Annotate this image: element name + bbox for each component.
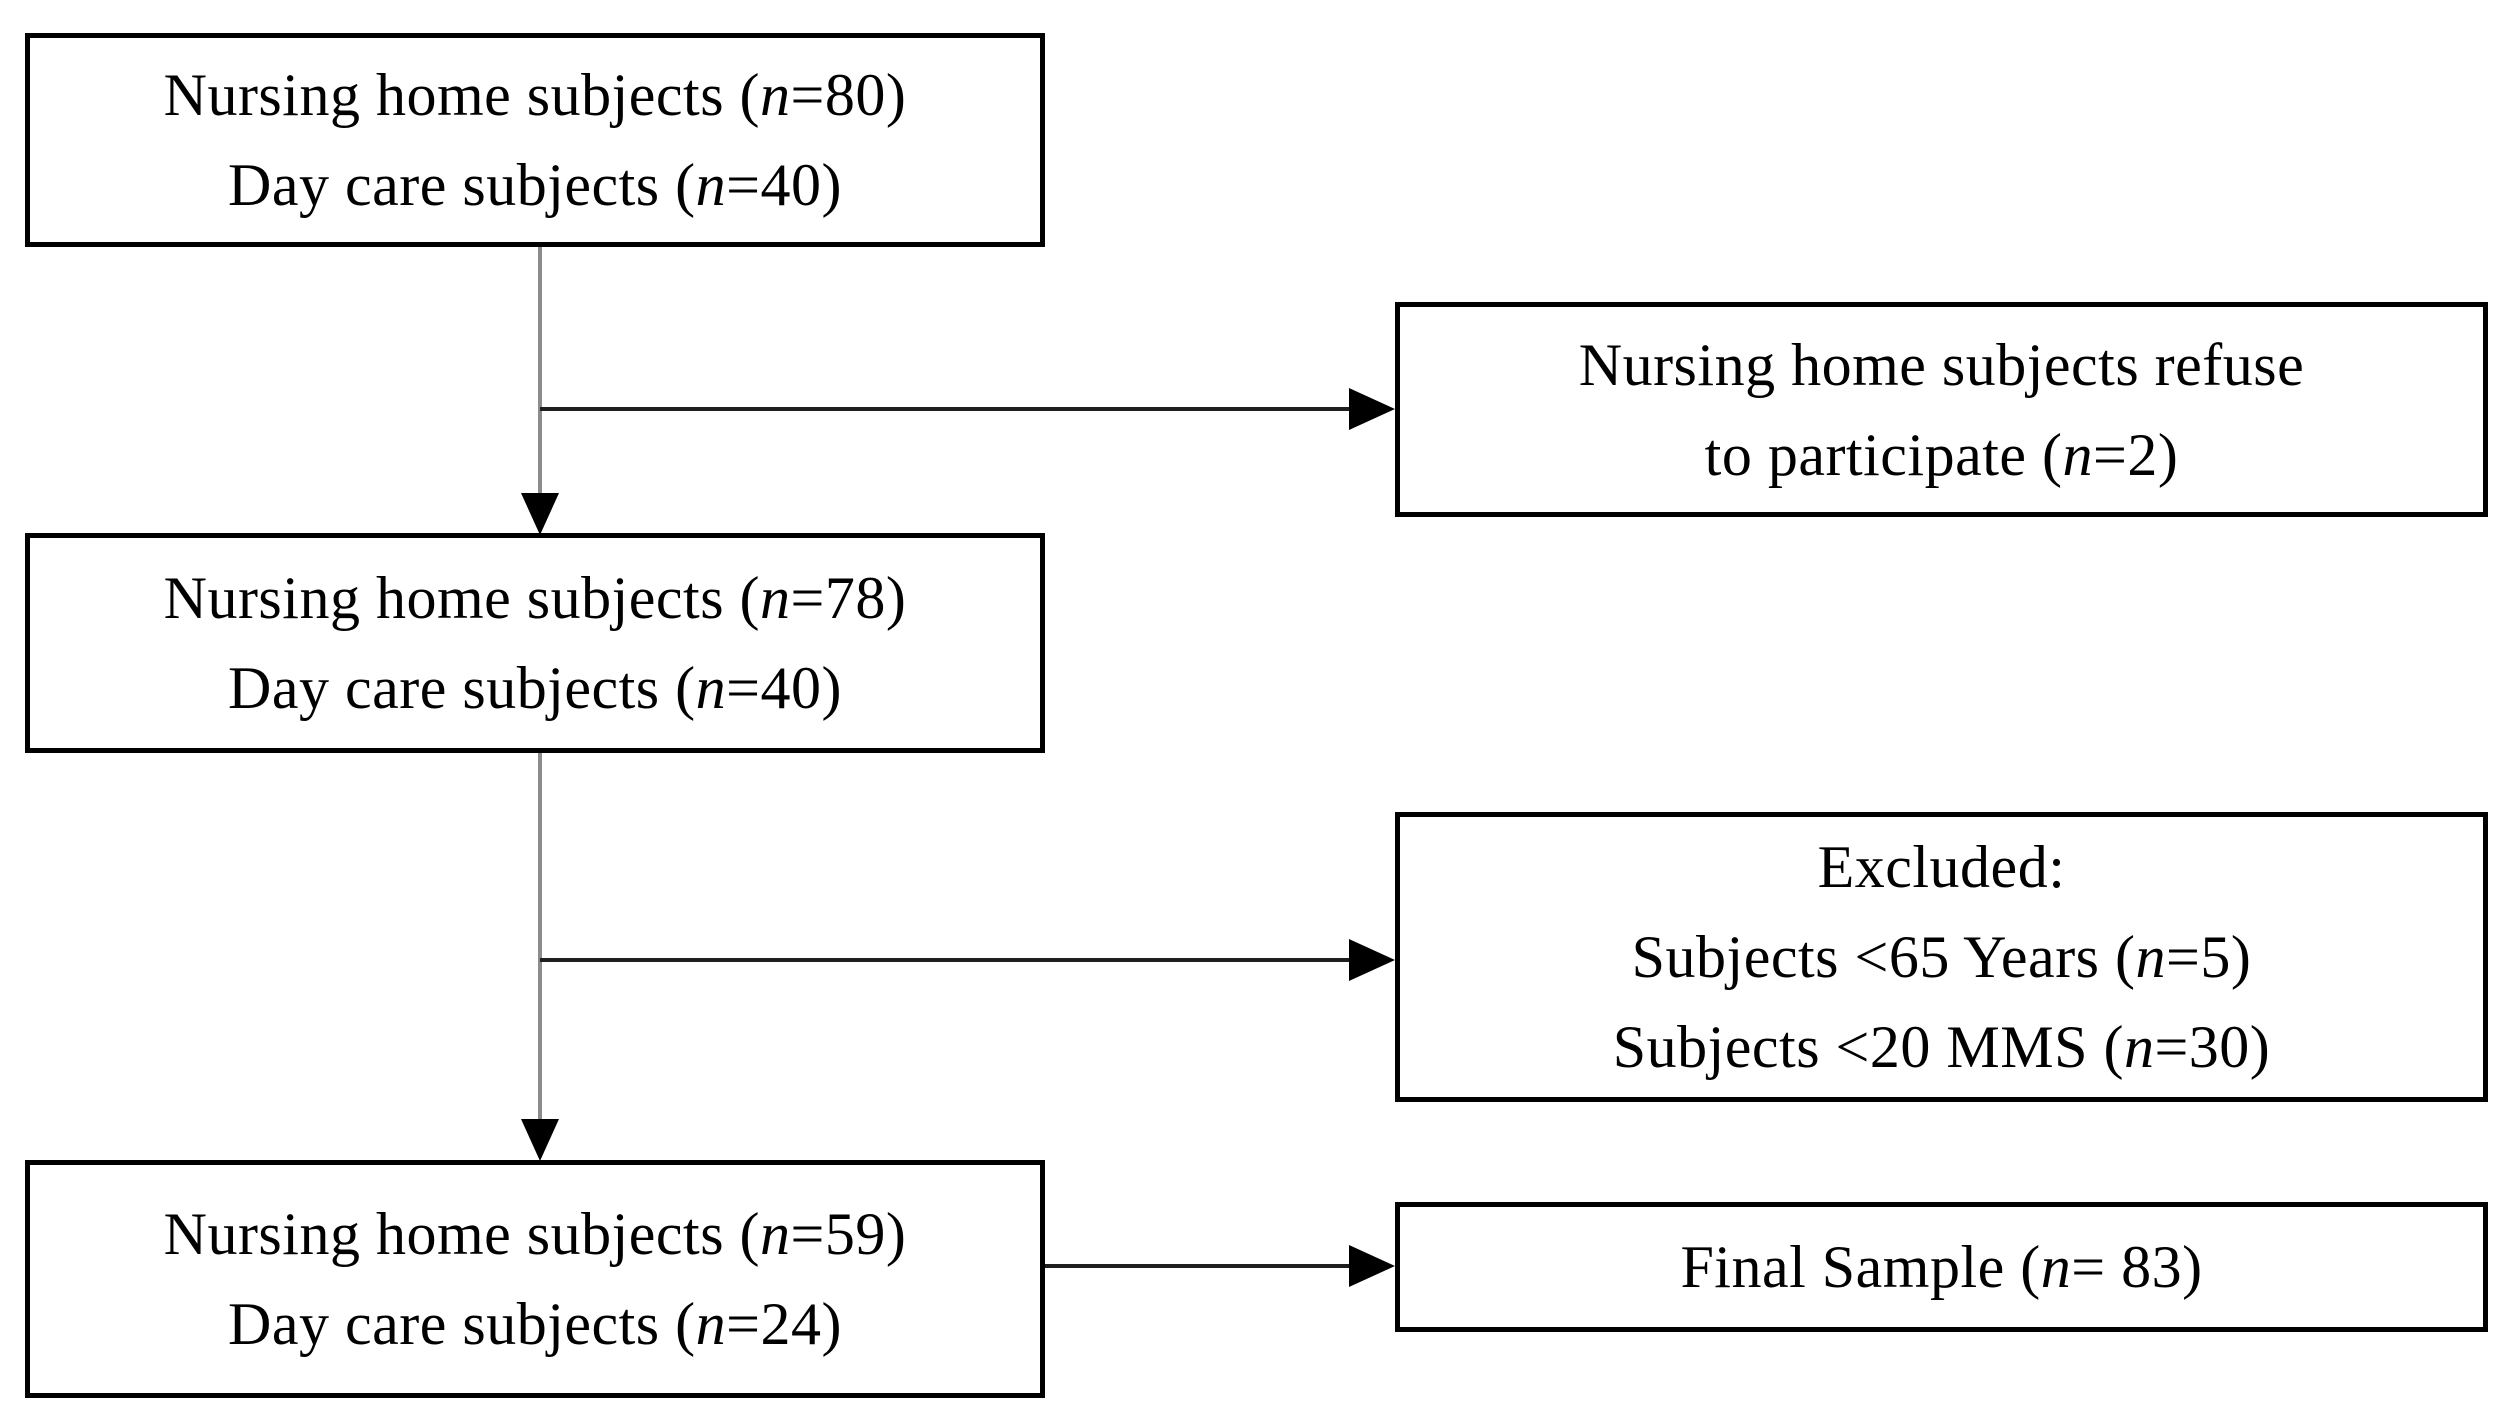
connector-branch-to-refused	[540, 407, 1350, 411]
box-text-line: Day care subjects (n=40)	[228, 655, 842, 721]
box-text-line: to participate (n=2)	[1704, 421, 2179, 488]
box-excluded: Excluded: Subjects <65 Years (n=5) Subject…	[1395, 812, 2488, 1102]
box-text-line: Nursing home subjects (n=78)	[163, 565, 907, 631]
box-refused-to-participate: Nursing home subjects refuse to participa…	[1395, 302, 2488, 517]
box-after-exclusion: Nursing home subjects (n=59) Day care sub…	[25, 1160, 1045, 1398]
connector-after-refusal-to-after-exclusion	[538, 753, 542, 1119]
box-text-line: Excluded:	[1817, 834, 2066, 900]
box-text-line: Subjects <65 Years (n=5)	[1631, 924, 2252, 990]
box-text-line: Subjects <20 MMS (n=30)	[1612, 1014, 2271, 1080]
box-text-line: Day care subjects (n=40)	[228, 152, 842, 218]
arrowhead-right-icon	[1349, 1245, 1395, 1287]
connector-branch-to-excluded	[540, 958, 1350, 962]
arrowhead-down-icon	[521, 1119, 559, 1161]
box-text-line: Final Sample (n= 83)	[1680, 1234, 2203, 1300]
box-initial-sample: Nursing home subjects (n=80) Day care sub…	[25, 33, 1045, 247]
arrowhead-right-icon	[1349, 939, 1395, 981]
arrowhead-down-icon	[521, 493, 559, 535]
box-text-line: Day care subjects (n=24)	[228, 1291, 842, 1357]
box-after-refusal: Nursing home subjects (n=78) Day care sub…	[25, 533, 1045, 753]
arrowhead-right-icon	[1349, 388, 1395, 430]
box-text-line: Nursing home subjects refuse	[1578, 331, 2305, 398]
box-text-line: Nursing home subjects (n=80)	[163, 62, 907, 128]
box-final-sample: Final Sample (n= 83)	[1395, 1202, 2488, 1332]
connector-initial-to-after-refusal	[538, 247, 542, 495]
connector-after-exclusion-to-final	[1045, 1264, 1350, 1268]
box-text-line: Nursing home subjects (n=59)	[163, 1201, 907, 1267]
